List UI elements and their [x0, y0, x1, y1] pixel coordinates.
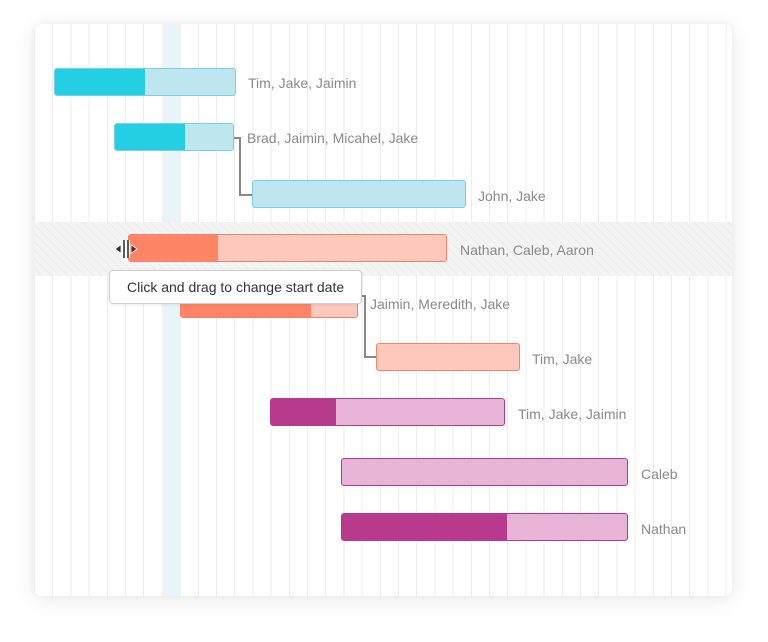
today-column [163, 24, 181, 596]
task-bar[interactable] [376, 343, 520, 371]
task-bar[interactable] [341, 458, 628, 486]
task-assignees: Tim, Jake [532, 351, 593, 367]
task-assignees: Caleb [641, 466, 678, 482]
task-bar[interactable] [54, 68, 236, 96]
task-progress [115, 124, 185, 150]
task-assignees: John, Jake [478, 188, 546, 204]
drag-tooltip: Click and drag to change start date [109, 270, 363, 304]
task-progress [271, 399, 337, 425]
task-bar-active[interactable] [128, 234, 447, 262]
task-bar[interactable] [114, 123, 234, 151]
task-assignees: Jaimin, Meredith, Jake [370, 296, 511, 312]
task-progress [55, 69, 145, 95]
task-assignees: Tim, Jake, Jaimin [248, 75, 357, 91]
task-progress [342, 514, 508, 540]
gantt-chart: Tim, Jake, Jaimin Brad, Jaimin, Micahel,… [34, 24, 732, 596]
task-assignees: Nathan [641, 521, 687, 537]
task-bar[interactable] [252, 180, 466, 208]
dependency-line-task2-task3 [234, 137, 252, 196]
task-assignees: Brad, Jaimin, Micahel, Jake [247, 130, 419, 146]
task-progress [129, 235, 218, 261]
timeline-grid [34, 24, 732, 596]
task-bar[interactable] [270, 398, 505, 426]
resize-horizontal-cursor-icon[interactable] [114, 238, 138, 260]
task-assignees: Nathan, Caleb, Aaron [460, 242, 594, 258]
task-assignees: Tim, Jake, Jaimin [518, 406, 627, 422]
task-bar[interactable] [341, 513, 628, 541]
